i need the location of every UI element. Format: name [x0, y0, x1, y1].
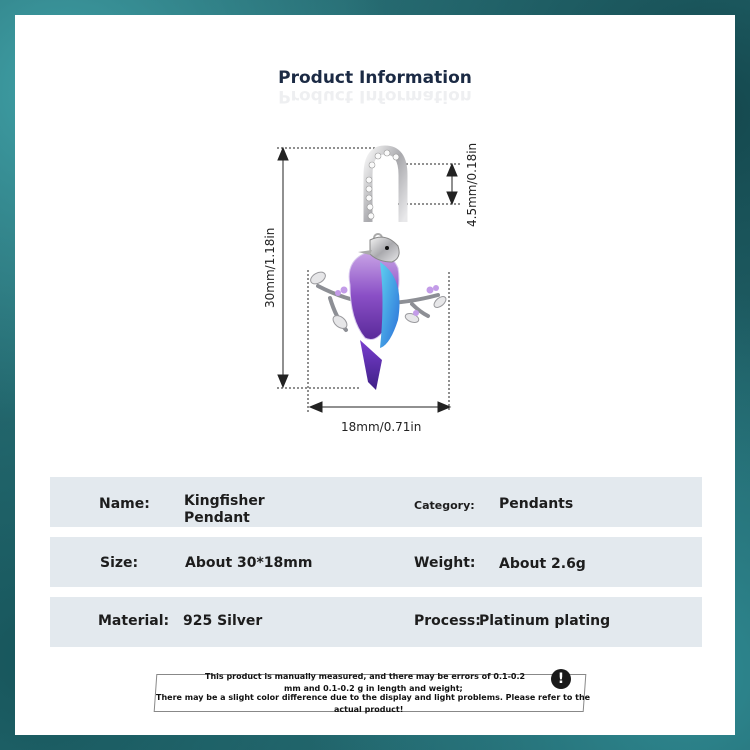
bail-dimension	[398, 162, 460, 206]
name-value-line2: Pendant	[184, 510, 250, 526]
category-label: Category:	[414, 499, 475, 512]
info-row-size: Size: About 30*18mm Weight: About 2.6g	[50, 537, 702, 587]
info-row-name: Name: Kingfisher Pendant Category: Penda…	[50, 477, 702, 527]
kingfisher-bird	[348, 236, 400, 390]
disclaimer-line3: There may be a slight color difference d…	[156, 693, 591, 702]
weight-label: Weight:	[414, 555, 476, 571]
name-label: Name:	[99, 496, 150, 512]
pendant-bail	[363, 145, 408, 243]
height-dimension	[277, 146, 395, 389]
page-title: Product Information	[278, 68, 472, 88]
bail-dimension-label: 4.5mm/0.18in	[465, 142, 479, 227]
disclaimer-line2: mm and 0.1-0.2 g in length and weight;	[284, 684, 463, 693]
height-dimension-label: 30mm/1.18in	[263, 227, 277, 308]
process-value: Platinum plating	[479, 613, 611, 629]
size-value: About 30*18mm	[185, 555, 313, 571]
width-dimension	[307, 270, 452, 413]
category-value: Pendants	[499, 496, 574, 512]
material-value: 925 Silver	[183, 613, 263, 629]
process-label: Process:	[414, 613, 481, 629]
size-label: Size:	[100, 555, 139, 571]
name-value-line1: Kingfisher	[184, 493, 265, 509]
weight-value: About 2.6g	[499, 556, 586, 572]
disclaimer-line1: This product is manually measured, and t…	[205, 672, 526, 681]
exclamation-icon: !	[551, 669, 571, 689]
material-label: Material:	[98, 613, 170, 629]
width-dimension-label: 18mm/0.71in	[341, 420, 422, 434]
disclaimer-line4: actual product!	[334, 705, 404, 714]
info-row-material: Material: 925 Silver Process: Platinum p…	[50, 597, 702, 647]
